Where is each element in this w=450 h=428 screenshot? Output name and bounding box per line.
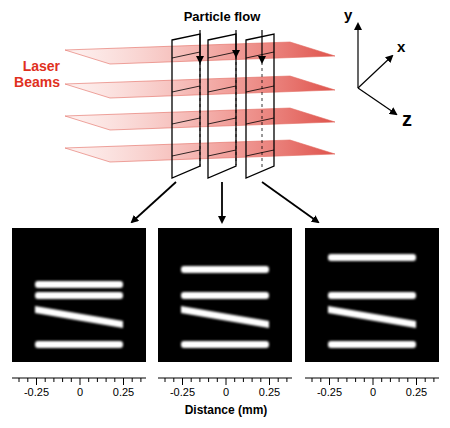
- tick-label: 0: [223, 386, 229, 399]
- tick-label: 0.25: [259, 386, 280, 399]
- axis-title: Distance (mm): [185, 404, 268, 418]
- projection-arrows: [132, 182, 318, 222]
- axis-label: y: [344, 6, 352, 23]
- axes: [358, 24, 396, 114]
- particle-flow-arrows: [200, 30, 262, 170]
- image-panels: [12, 228, 439, 362]
- tick-label: -0.25: [170, 386, 195, 399]
- tick-label: 0: [370, 386, 376, 399]
- tick-label: 0: [77, 386, 83, 399]
- measurement-planes: [172, 34, 274, 178]
- tick-label: 0.25: [406, 386, 427, 399]
- flow-label: Particle flow: [184, 10, 261, 25]
- distance-scales: [12, 378, 439, 385]
- axis-label: z: [402, 108, 412, 131]
- tick-label: -0.25: [317, 386, 342, 399]
- beam-label: Laser Beams: [6, 58, 60, 90]
- tick-label: 0.25: [113, 386, 134, 399]
- axis-label: x: [397, 38, 405, 55]
- tick-label: -0.25: [24, 386, 49, 399]
